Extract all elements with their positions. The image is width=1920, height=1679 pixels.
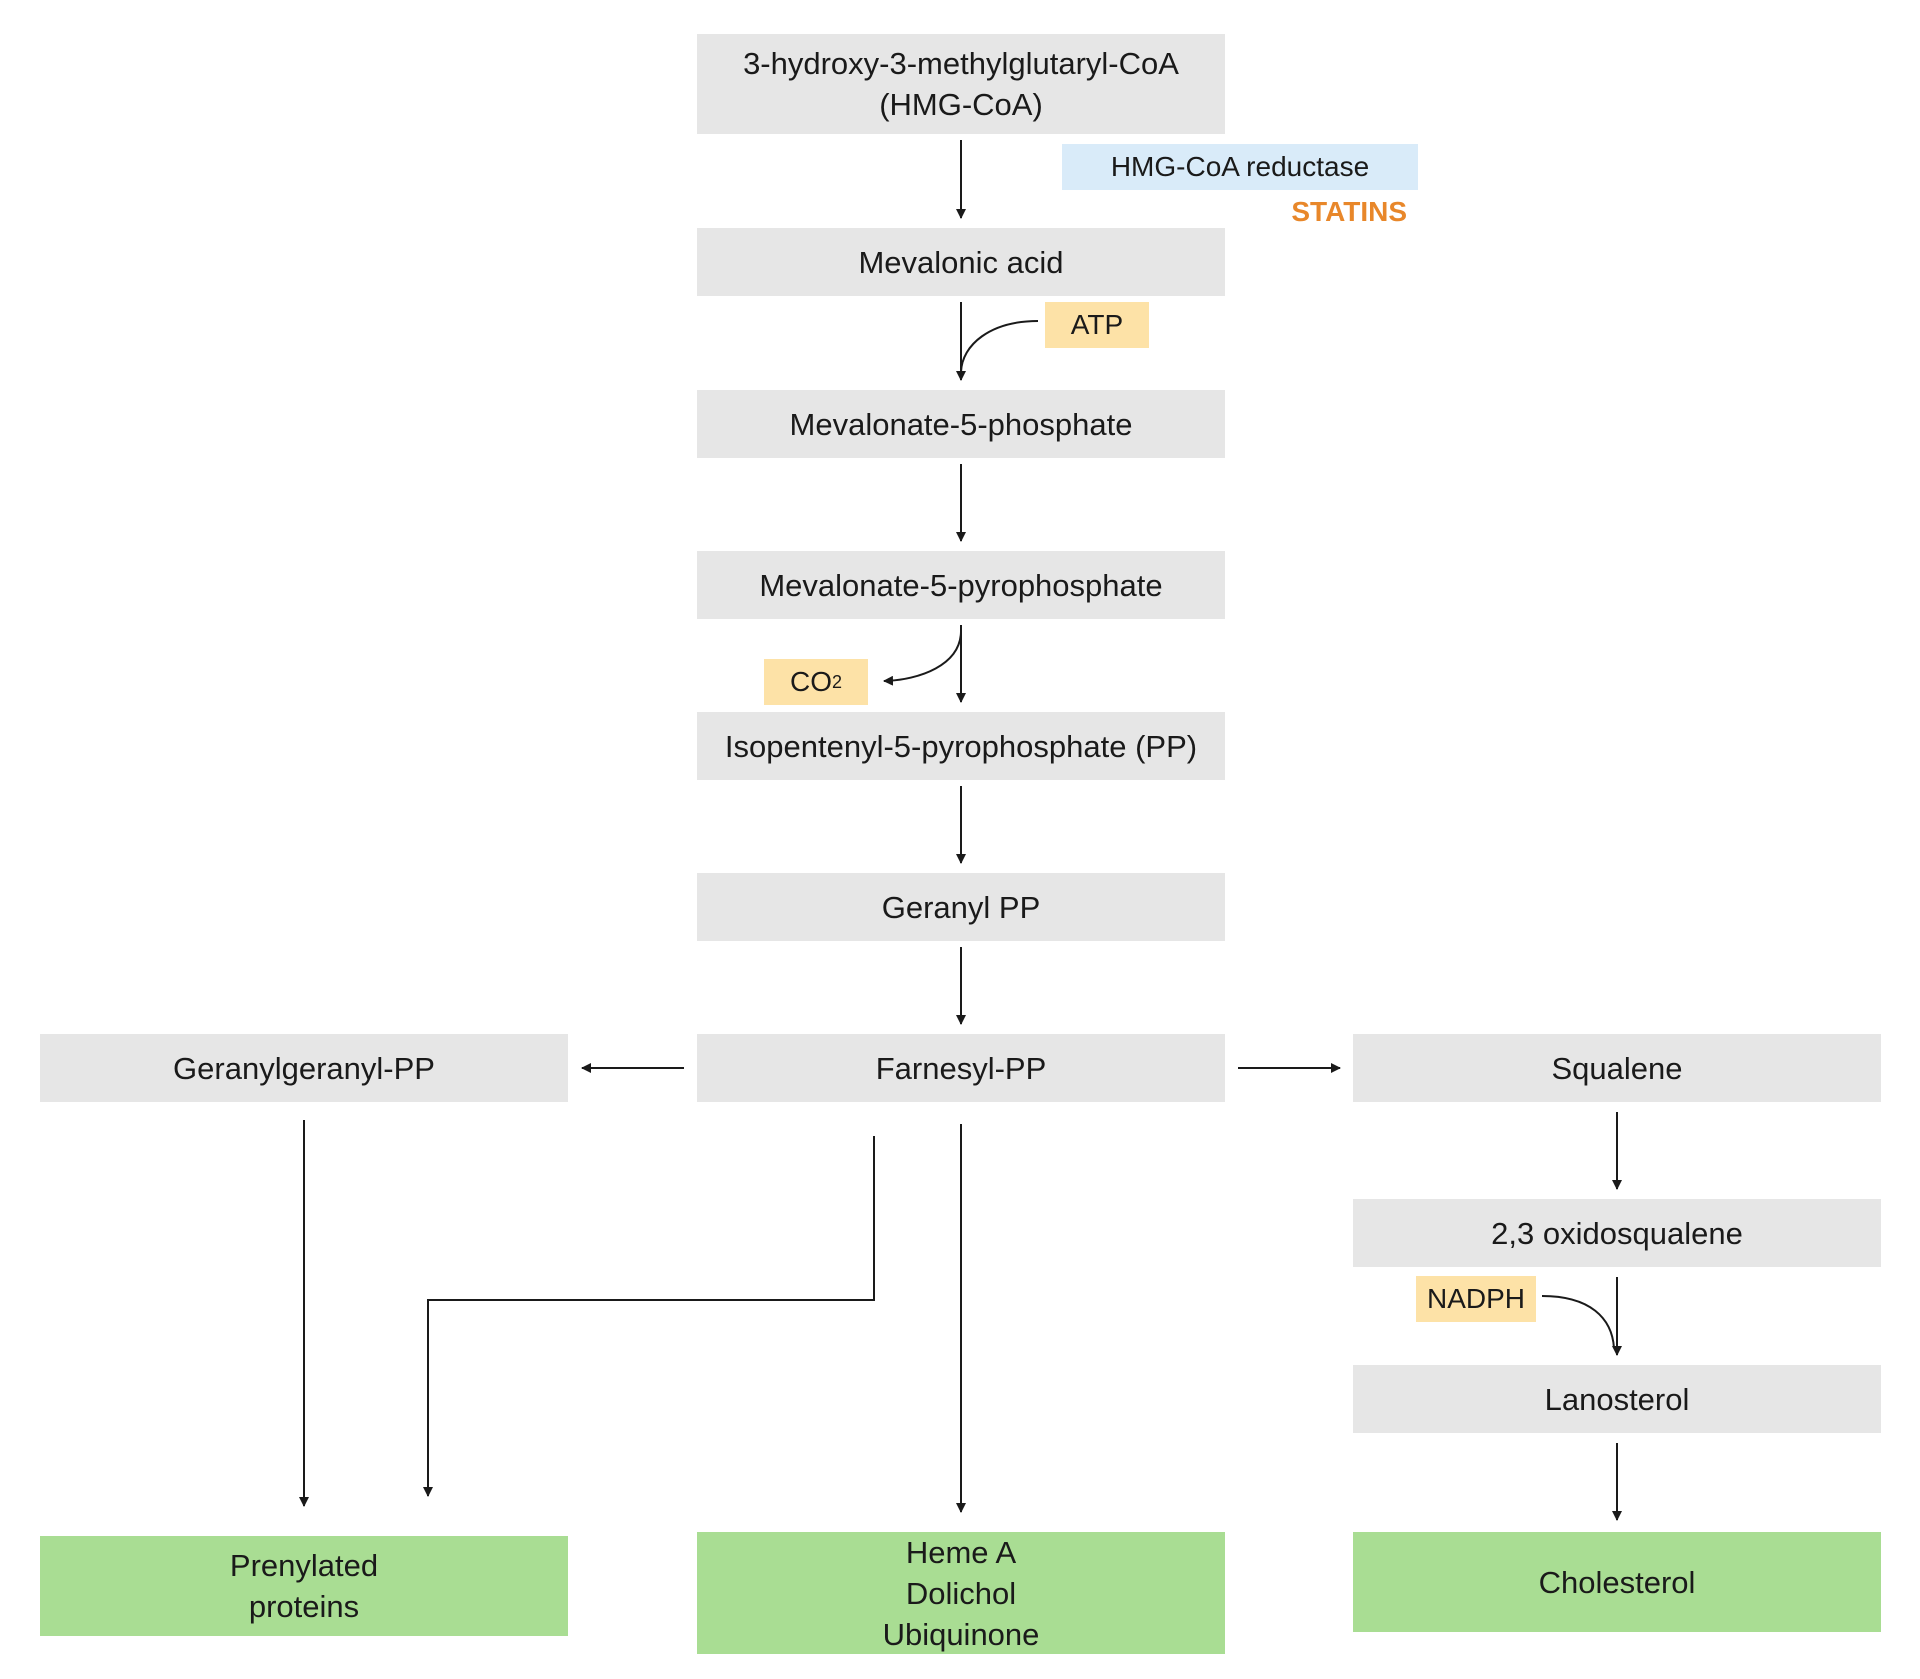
product-heme-dolichol-ubiquinone: Heme A Dolichol Ubiquinone xyxy=(697,1532,1225,1654)
node-lanosterol: Lanosterol xyxy=(1353,1365,1881,1433)
node-farnesyl-pp: Farnesyl-PP xyxy=(697,1034,1225,1102)
node-mevalonate-5-phosphate: Mevalonate-5-phosphate xyxy=(697,390,1225,458)
co2-text: CO xyxy=(789,666,832,697)
inhibitor-label-statins: STATINS xyxy=(1291,196,1407,227)
product-cholesterol: Cholesterol xyxy=(1353,1532,1881,1632)
arrow-nadph-input xyxy=(1541,1295,1615,1349)
node-squalene: Squalene xyxy=(1353,1034,1881,1102)
cofactor-atp: ATP xyxy=(1045,302,1149,348)
node-mevalonic-acid: Mevalonic acid xyxy=(697,228,1225,296)
node-geranyl-pp: Geranyl PP xyxy=(697,873,1225,941)
co2-subscript: 2 xyxy=(831,671,842,692)
cofactor-nadph: NADPH xyxy=(1416,1276,1536,1322)
enzyme-label-hmg-coa-reductase: HMG-CoA reductase xyxy=(1062,144,1418,190)
arrow-co2-release xyxy=(883,631,962,686)
node-mevalonate-5-pyrophosphate: Mevalonate-5-pyrophosphate xyxy=(697,551,1225,619)
arrow-atp-input xyxy=(960,320,1039,373)
node-hmg-coa: 3-hydroxy-3-methylglutaryl-CoA (HMG-CoA) xyxy=(697,34,1225,134)
product-prenylated-proteins: Prenylated proteins xyxy=(40,1536,568,1636)
node-isopentenyl-pp: Isopentenyl-5-pyrophosphate (PP) xyxy=(697,712,1225,780)
node-geranylgeranyl-pp: Geranylgeranyl-PP xyxy=(40,1034,568,1102)
arrow-farnesyl-to-prenylated xyxy=(423,1136,875,1497)
node-oxidosqualene: 2,3 oxidosqualene xyxy=(1353,1199,1881,1267)
